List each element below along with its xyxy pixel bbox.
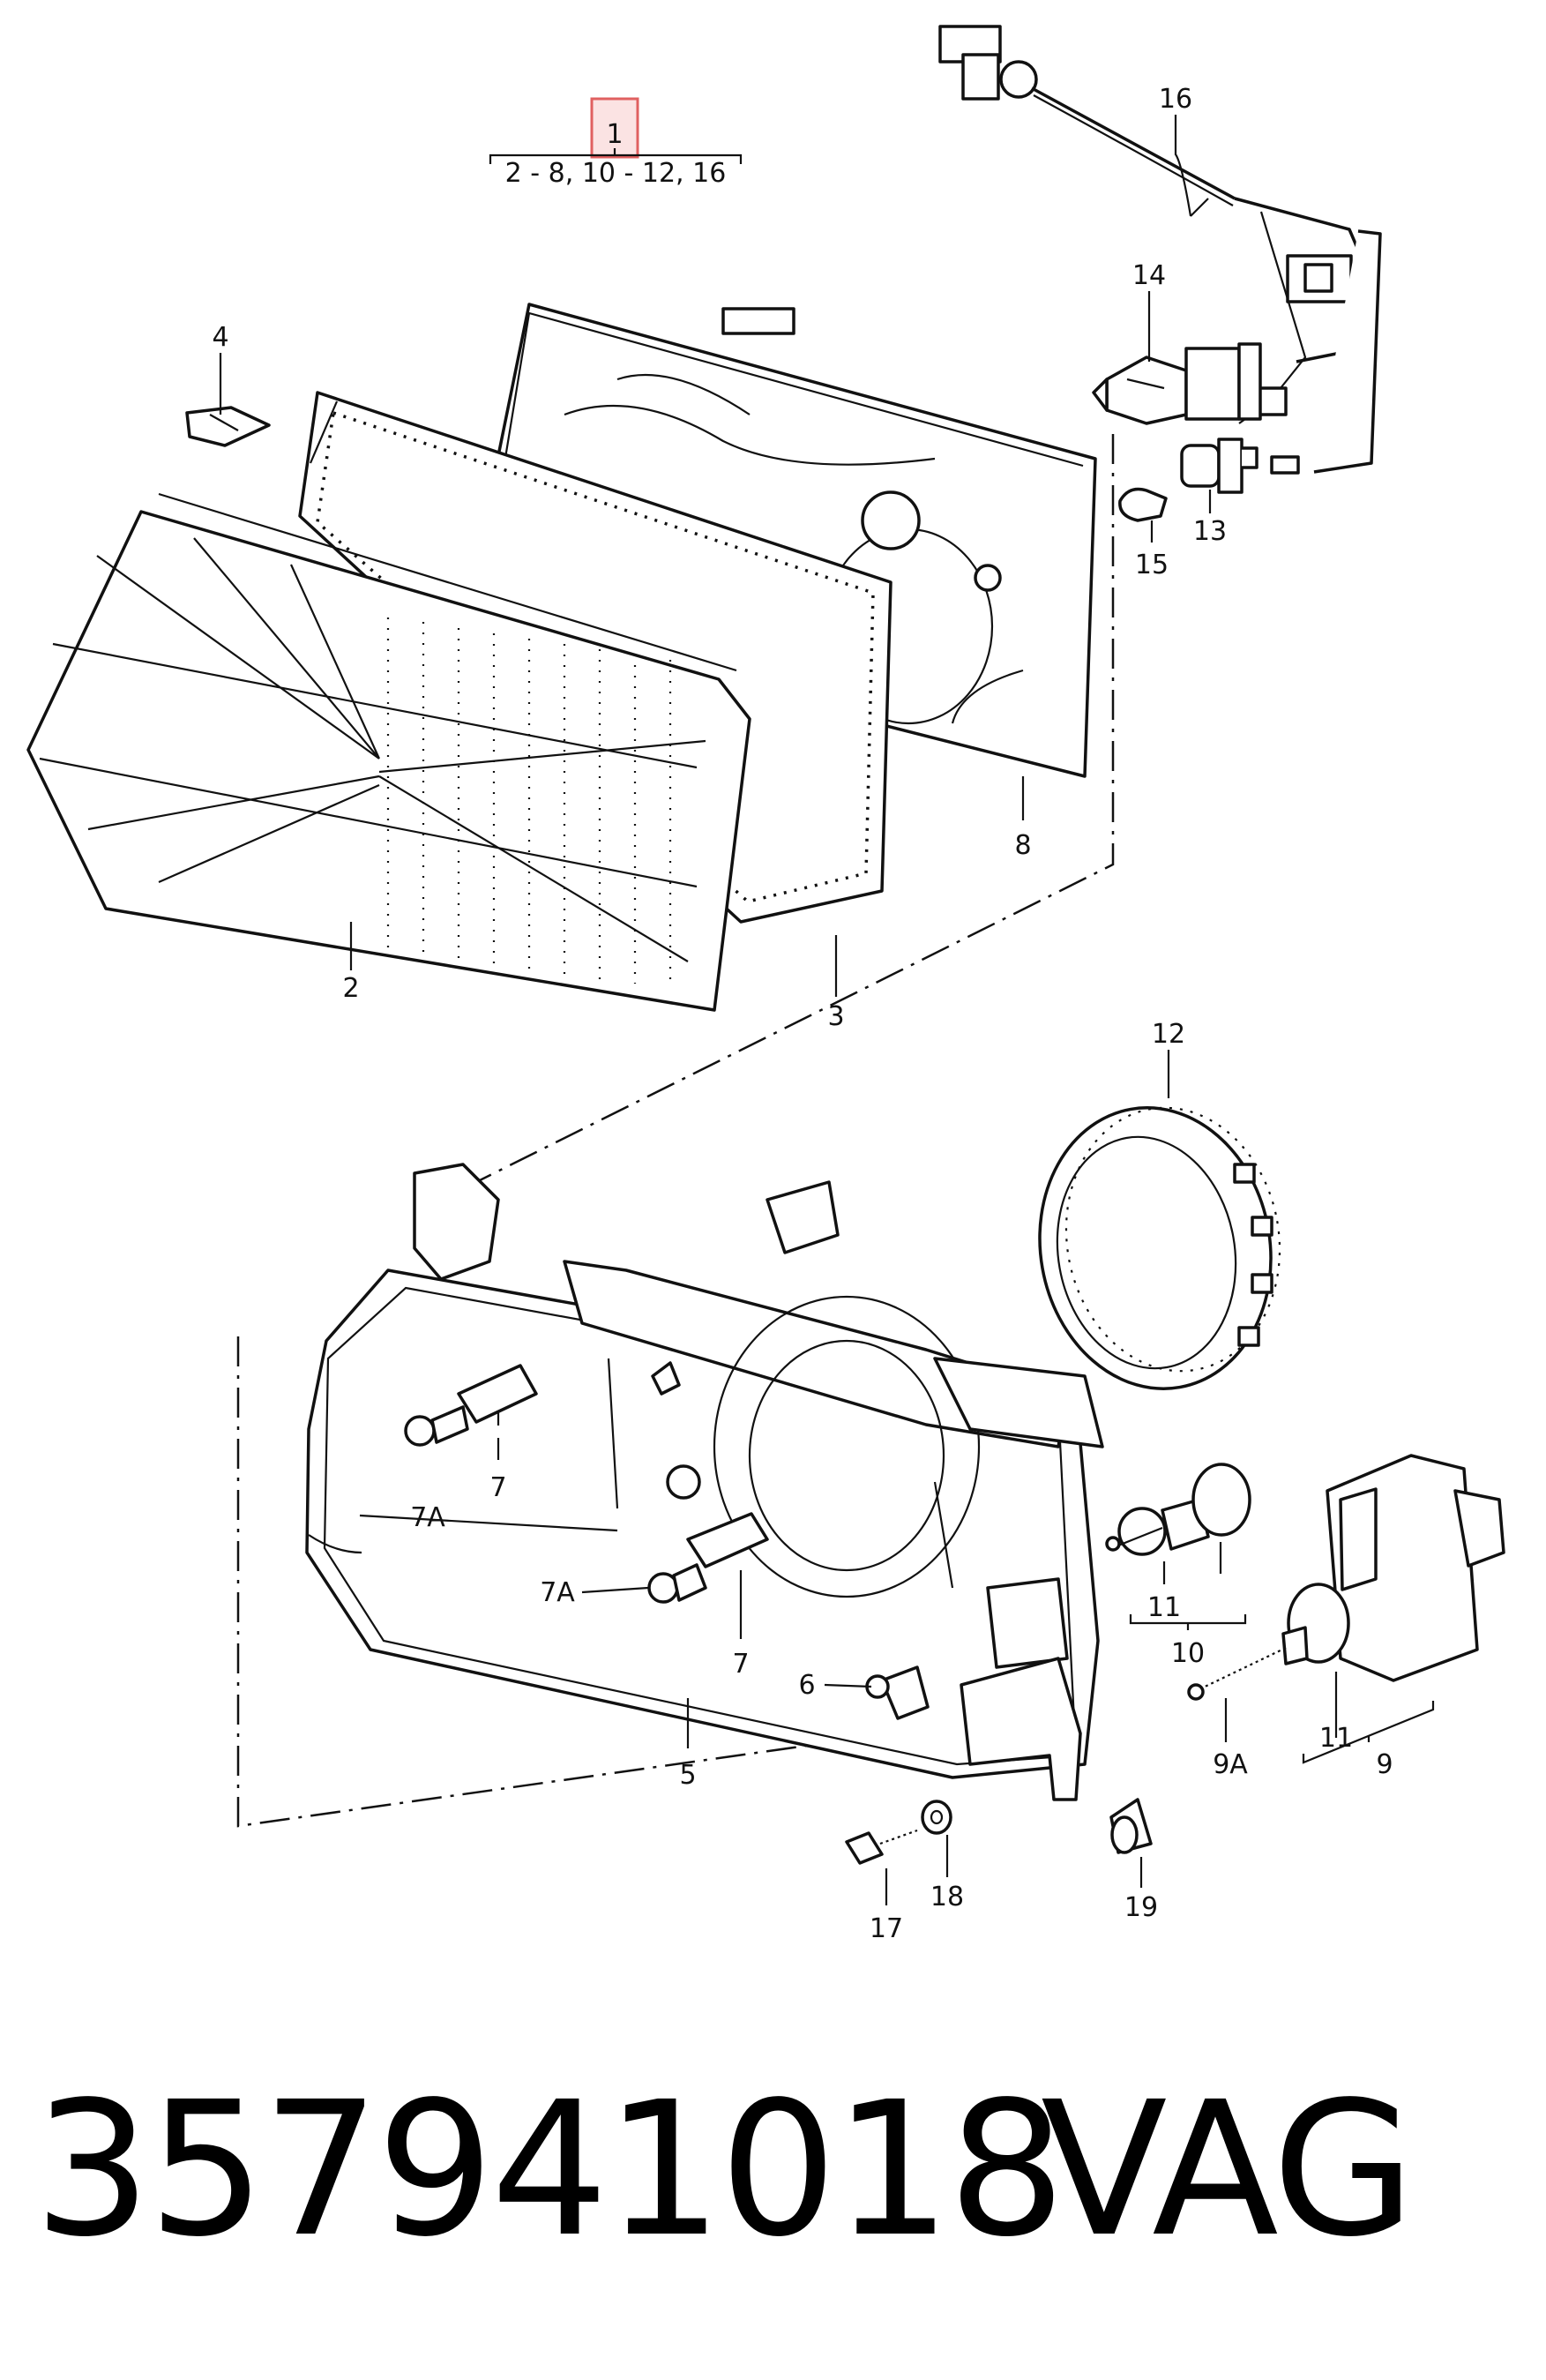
callout-17: 17 [870, 1913, 903, 1944]
callout-6: 6 [798, 1670, 815, 1701]
part-number-footer: 357941018 VAG [0, 2055, 1546, 2285]
callout-9: 9 [1376, 1749, 1393, 1780]
callout-11-upper: 11 [1147, 1592, 1181, 1623]
upper-axis-line [475, 434, 1115, 1184]
callout-18: 18 [930, 1882, 964, 1912]
callout-19: 19 [1124, 1892, 1158, 1923]
washer-part-18[interactable] [921, 1800, 952, 1835]
grommet-part-19[interactable] [1109, 1798, 1153, 1854]
assembly-includes: 2 - 8, 10 - 12, 16 [505, 158, 727, 189]
assembly-header: 1 2 - 8, 10 - 12, 16 [489, 97, 743, 189]
callout-11-lower: 11 [1319, 1723, 1353, 1754]
leader-lines [219, 115, 1435, 1905]
assembly-ref-highlight[interactable] [590, 97, 639, 159]
bulb-holder-part-13[interactable] [1180, 438, 1258, 494]
exploded-headlight-diagram: 1 2 - 8, 10 - 12, 16 [26, 25, 1505, 1944]
socket-part-7-upper[interactable] [404, 1364, 538, 1447]
lower-axis-line [236, 1336, 1019, 1828]
callout-labels: 16 14 4 13 15 8 2 3 12 7 7A 7A 7 6 5 11 … [212, 84, 1393, 1944]
callout-3: 3 [827, 1001, 844, 1032]
callout-12: 12 [1152, 1019, 1185, 1050]
callout-15: 15 [1135, 550, 1169, 580]
callout-9A: 9A [1213, 1749, 1248, 1780]
assembly-ref-number: 1 [606, 119, 623, 150]
bulb-part-15[interactable] [1118, 487, 1168, 522]
housing-part-5[interactable] [305, 1163, 1104, 1801]
callout-7-upper: 7 [489, 1472, 506, 1503]
part-number: 357941018 [34, 2062, 1065, 2278]
callout-8: 8 [1014, 830, 1031, 861]
callout-4: 4 [212, 322, 228, 353]
bulb-part-14[interactable] [1092, 342, 1262, 425]
callout-13: 13 [1193, 516, 1227, 547]
callout-7-lower: 7 [732, 1649, 749, 1680]
callout-5: 5 [679, 1760, 696, 1791]
retaining-ring-part-12[interactable] [1018, 1089, 1300, 1407]
screw-part-17[interactable] [845, 1829, 918, 1865]
motor-part-9[interactable] [1187, 1454, 1505, 1701]
clip-part-4[interactable] [185, 406, 271, 447]
adjuster-part-10[interactable] [1105, 1463, 1251, 1556]
callout-2: 2 [342, 973, 359, 1004]
callout-7A-lower: 7A [540, 1577, 575, 1608]
callout-16: 16 [1159, 84, 1192, 115]
callout-10: 10 [1171, 1638, 1205, 1669]
brand-name: VAG [1041, 2062, 1415, 2278]
assembly-bracket [489, 148, 743, 164]
lens-part-2[interactable] [26, 492, 751, 1012]
callout-7A-upper: 7A [410, 1502, 445, 1533]
socket-part-7-lower[interactable] [647, 1512, 769, 1604]
callout-14: 14 [1132, 260, 1166, 291]
